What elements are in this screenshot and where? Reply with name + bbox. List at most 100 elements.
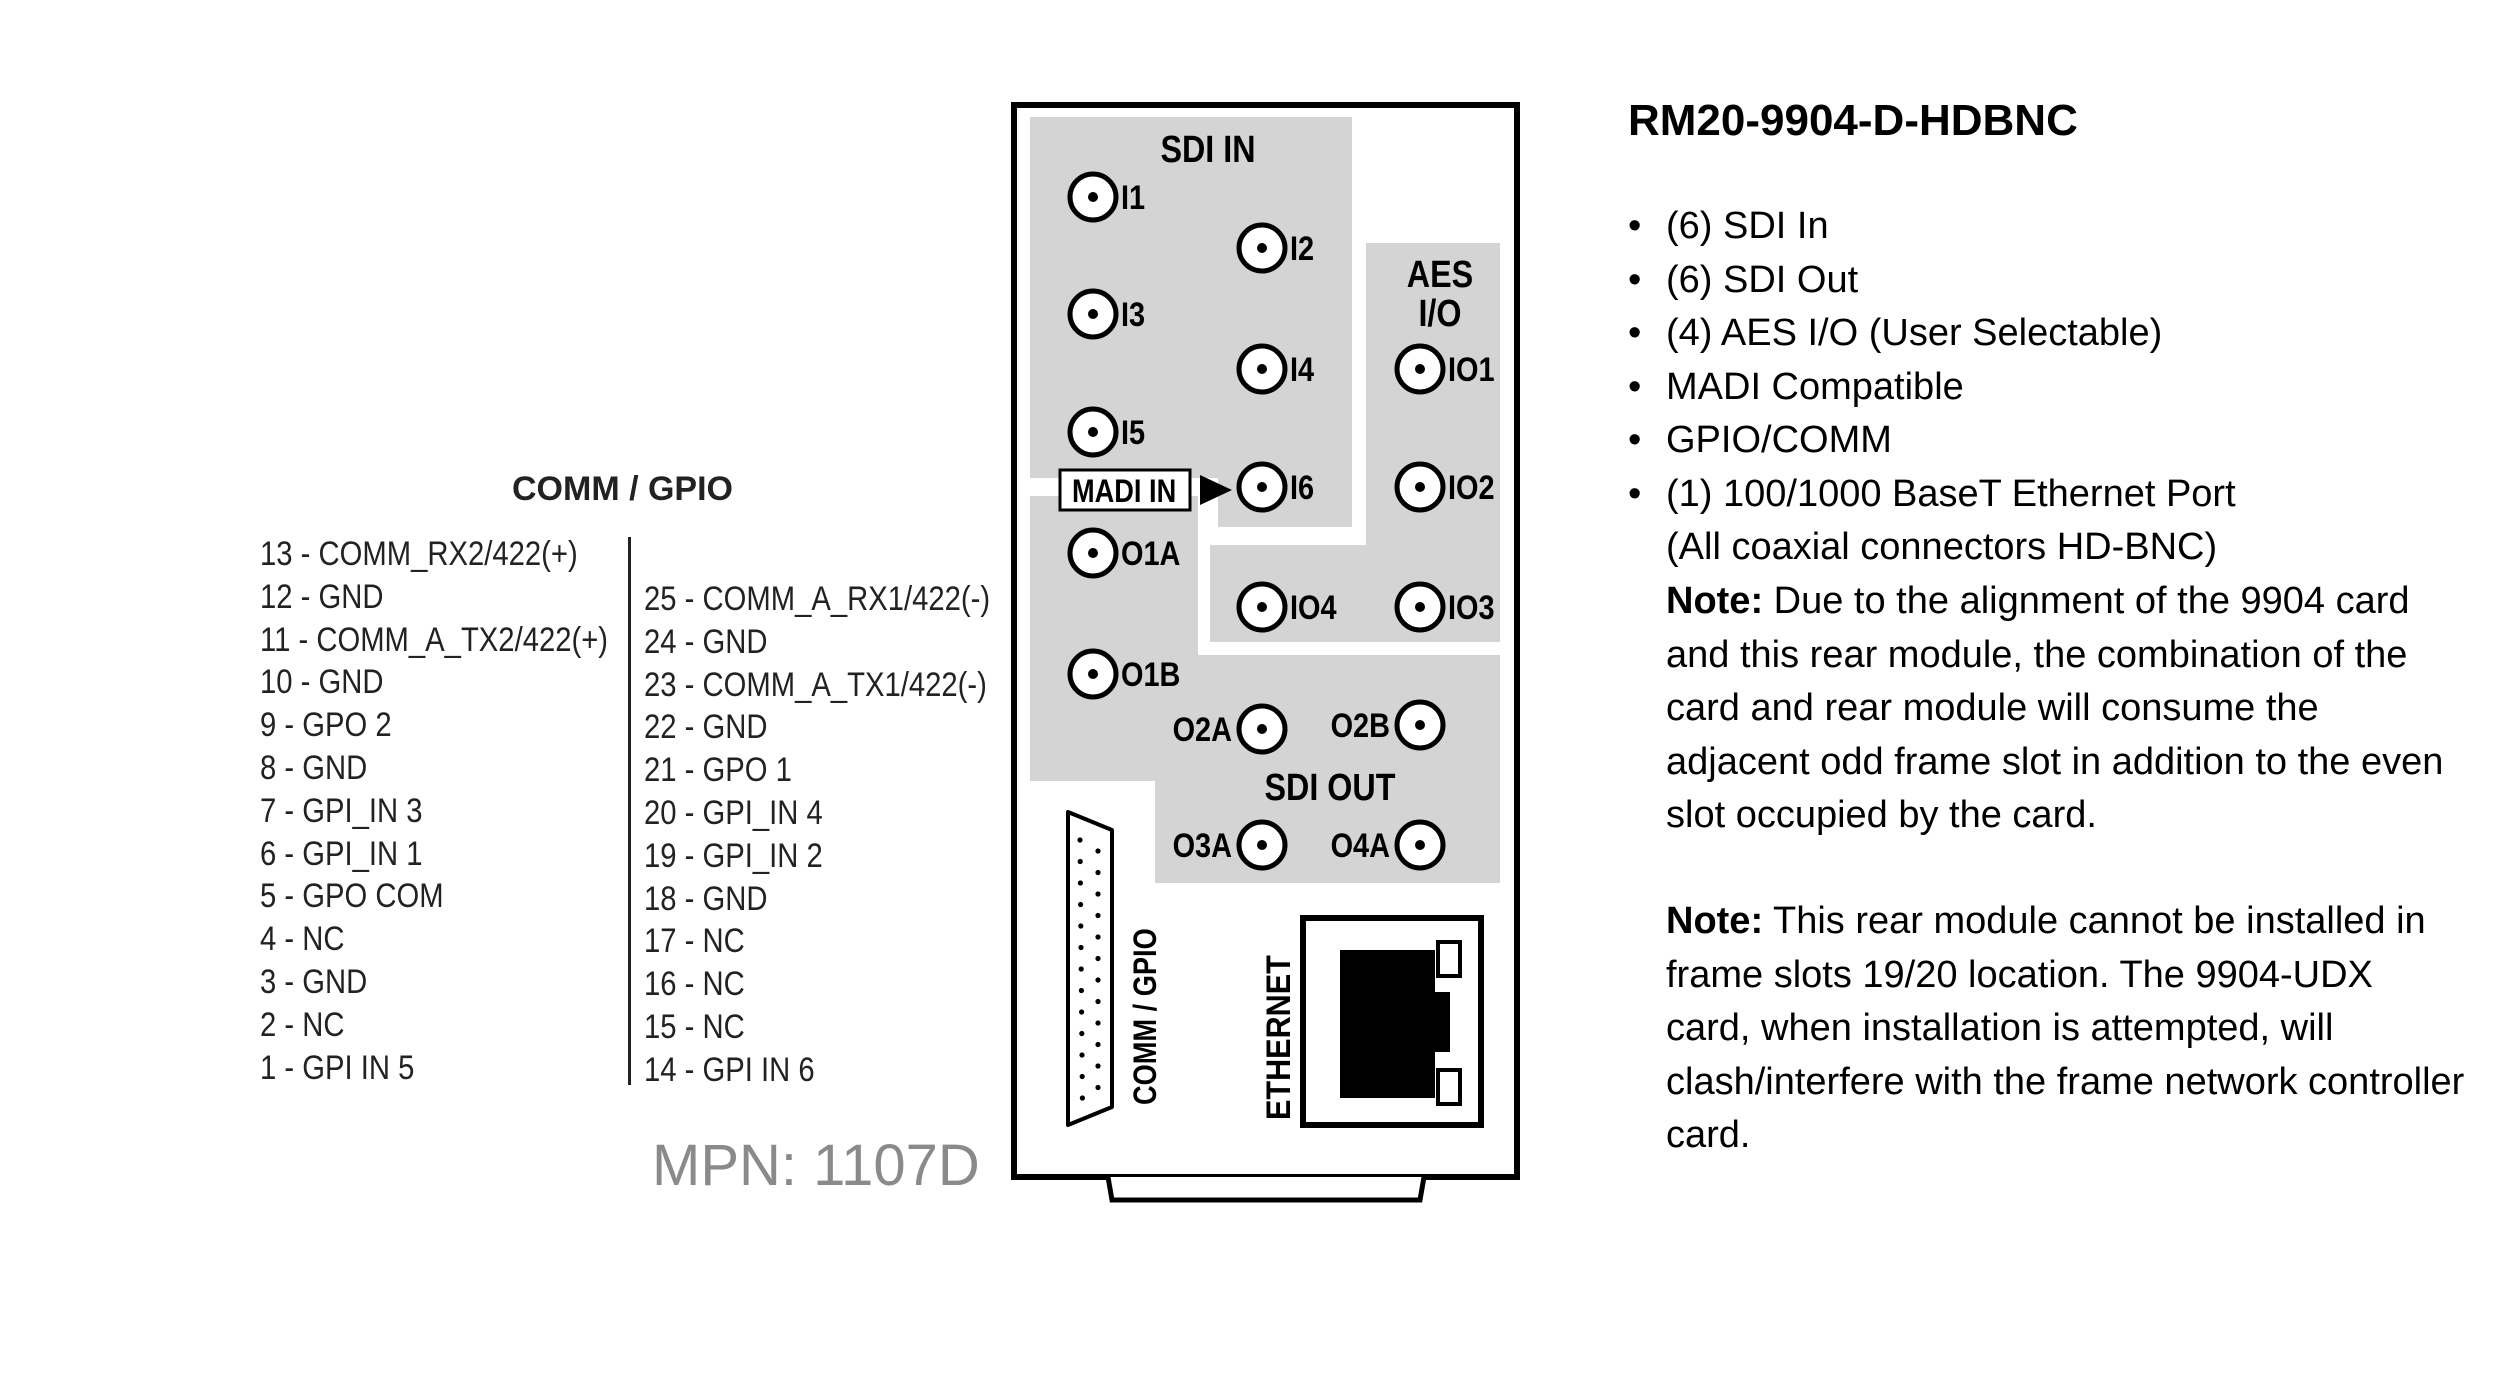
ethernet-led-top	[1436, 940, 1462, 978]
connector-label-io3: IO3	[1448, 588, 1495, 627]
pin-left-3: 10 - GND	[260, 663, 384, 702]
feature-text: GPIO/COMM	[1666, 419, 1892, 461]
db25-pin	[1095, 955, 1101, 962]
bnc-center-pin	[1088, 548, 1098, 558]
feature-item: • (6) SDI Out	[1628, 254, 2468, 308]
feature-item: •(4) AES I/O (User Selectable)	[1628, 307, 2468, 361]
bnc-center-pin	[1257, 364, 1267, 374]
madi-in-tag	[1058, 468, 1192, 512]
pin-left-12: 1 - GPI IN 5	[260, 1048, 415, 1087]
feature-item: • (1) 100/1000 BaseT Ethernet Port	[1628, 468, 2468, 522]
db25-pin	[1078, 966, 1084, 972]
pin-right-8: 17 - NC	[644, 922, 745, 961]
pin-left-1: 12 - GND	[260, 577, 384, 616]
mpn-label: MPN: 1107D	[652, 1133, 980, 1198]
connector-label-i5: I5	[1121, 413, 1145, 452]
pin-right-0: 25 - COMM_A_RX1/422(-)	[644, 580, 991, 618]
pinout-title: COMM / GPIO	[512, 470, 733, 508]
connector-label-i6: I6	[1290, 468, 1314, 507]
connector-label-o1b: O1B	[1121, 655, 1180, 694]
comm-gpio-vertical-label: COMM / GPIO	[1128, 928, 1164, 1105]
pin-right-11: 14 - GPI IN 6	[644, 1050, 815, 1089]
db25-pin	[1095, 869, 1101, 876]
pin-right-5: 20 - GPI_IN 4	[644, 794, 823, 832]
pin-left-7: 6 - GPI_IN 1	[260, 834, 423, 873]
module-bottom-tab	[1105, 1176, 1427, 1203]
connector-label-o2a: O2A	[1173, 710, 1232, 749]
db25-pin	[1095, 1084, 1101, 1091]
connector-label-o3a: O3A	[1173, 826, 1232, 865]
connector-label-io1: IO1	[1448, 350, 1495, 389]
pin-left-9: 4 - NC	[260, 920, 345, 959]
feature-item: •MADI Compatible	[1628, 361, 2468, 415]
note-slot-restriction: Note: This rear module cannot be install…	[1666, 895, 2466, 1163]
db25-pin	[1077, 837, 1083, 843]
db25-pin	[1095, 977, 1101, 983]
aes-label: AES	[1407, 254, 1473, 296]
bullet-icon: •	[1628, 258, 1642, 301]
ethernet-vertical-label: ETHERNET	[1260, 955, 1298, 1120]
aes-panel	[1210, 243, 1500, 642]
pin-right-9: 16 - NC	[644, 965, 745, 1004]
sdi-out-label: SDI OUT	[1265, 767, 1396, 809]
bnc-center-pin	[1088, 192, 1098, 202]
db25-pin	[1079, 1030, 1085, 1037]
db25-pin	[1079, 1052, 1085, 1058]
db25-pin	[1095, 1041, 1101, 1048]
db25-pin	[1077, 858, 1083, 865]
feature-text: (1) 100/1000 BaseT Ethernet Port	[1666, 472, 2236, 515]
pin-left-6: 7 - GPI_IN 3	[260, 791, 423, 830]
pin-right-2: 23 - COMM_A_TX1/422(-)	[644, 665, 987, 704]
connector-label-i3: I3	[1121, 295, 1145, 334]
connector-label-o2b: O2B	[1331, 706, 1390, 745]
db25-pin	[1095, 934, 1101, 940]
db25-pin	[1078, 901, 1084, 908]
rear-module-diagram: SDI IN AES I/O SDI OUT MADI IN I1I2I3I4I…	[1011, 102, 1520, 1203]
pin-left-8: 5 - GPO COM	[260, 877, 444, 916]
coax-note: (All coaxial connectors HD-BNC)	[1666, 526, 2218, 568]
madi-in-label: MADI IN	[1072, 474, 1176, 510]
pin-right-7: 18 - GND	[644, 879, 768, 918]
connector-label-o4a: O4A	[1331, 826, 1390, 865]
feature-text: (6) SDI Out	[1666, 258, 1859, 301]
bnc-center-pin	[1088, 669, 1098, 679]
madi-arrow-icon	[1200, 475, 1232, 505]
feature-list: •(6) SDI In•(6) SDI Out•(4) AES I/O (Use…	[1628, 200, 2468, 521]
bullet-icon: •	[1628, 205, 1642, 247]
pin-right-4: 21 - GPO 1	[644, 751, 792, 790]
pin-right-6: 19 - GPI_IN 2	[644, 836, 823, 875]
note-slot-text: This rear module cannot be installed in …	[1666, 900, 2465, 1156]
db25-pin	[1079, 1095, 1085, 1101]
connector-label-i1: I1	[1121, 178, 1145, 217]
bullet-icon: •	[1628, 472, 1642, 515]
feature-item: •(6) SDI In	[1628, 200, 2468, 254]
connector-label-io2: IO2	[1448, 468, 1495, 507]
connector-label-i4: I4	[1290, 350, 1315, 389]
db25-pin	[1078, 944, 1084, 951]
pin-left-2: 11 - COMM_A_TX2/422(+)	[260, 620, 609, 659]
db25-pin	[1077, 880, 1083, 886]
bnc-center-pin	[1415, 840, 1425, 850]
db25-connector	[1066, 810, 1114, 1127]
pin-left-0: 13 - COMM_RX2/422(+)	[260, 535, 578, 573]
connector-label-o1a: O1A	[1121, 534, 1180, 573]
pin-left-4: 9 - GPO 2	[260, 706, 392, 745]
bnc-center-pin	[1415, 602, 1425, 612]
note-slot-label: Note:	[1666, 900, 1764, 942]
bullet-icon: •	[1628, 419, 1642, 461]
db25-pin	[1079, 1009, 1085, 1015]
db25-pin	[1095, 1063, 1101, 1069]
pinout-divider	[628, 537, 631, 1085]
pin-left-5: 8 - GND	[260, 749, 368, 787]
pin-right-3: 22 - GND	[644, 708, 768, 747]
bullet-icon: •	[1628, 365, 1642, 408]
sdi-out-panel	[1030, 496, 1500, 883]
pin-left-11: 2 - NC	[260, 1005, 345, 1044]
bnc-center-pin	[1257, 482, 1267, 492]
bnc-center-pin	[1088, 427, 1098, 437]
bnc-center-pin	[1257, 840, 1267, 850]
bnc-center-pin	[1415, 364, 1425, 374]
db25-pin	[1095, 891, 1101, 897]
bnc-center-pin	[1257, 724, 1267, 734]
